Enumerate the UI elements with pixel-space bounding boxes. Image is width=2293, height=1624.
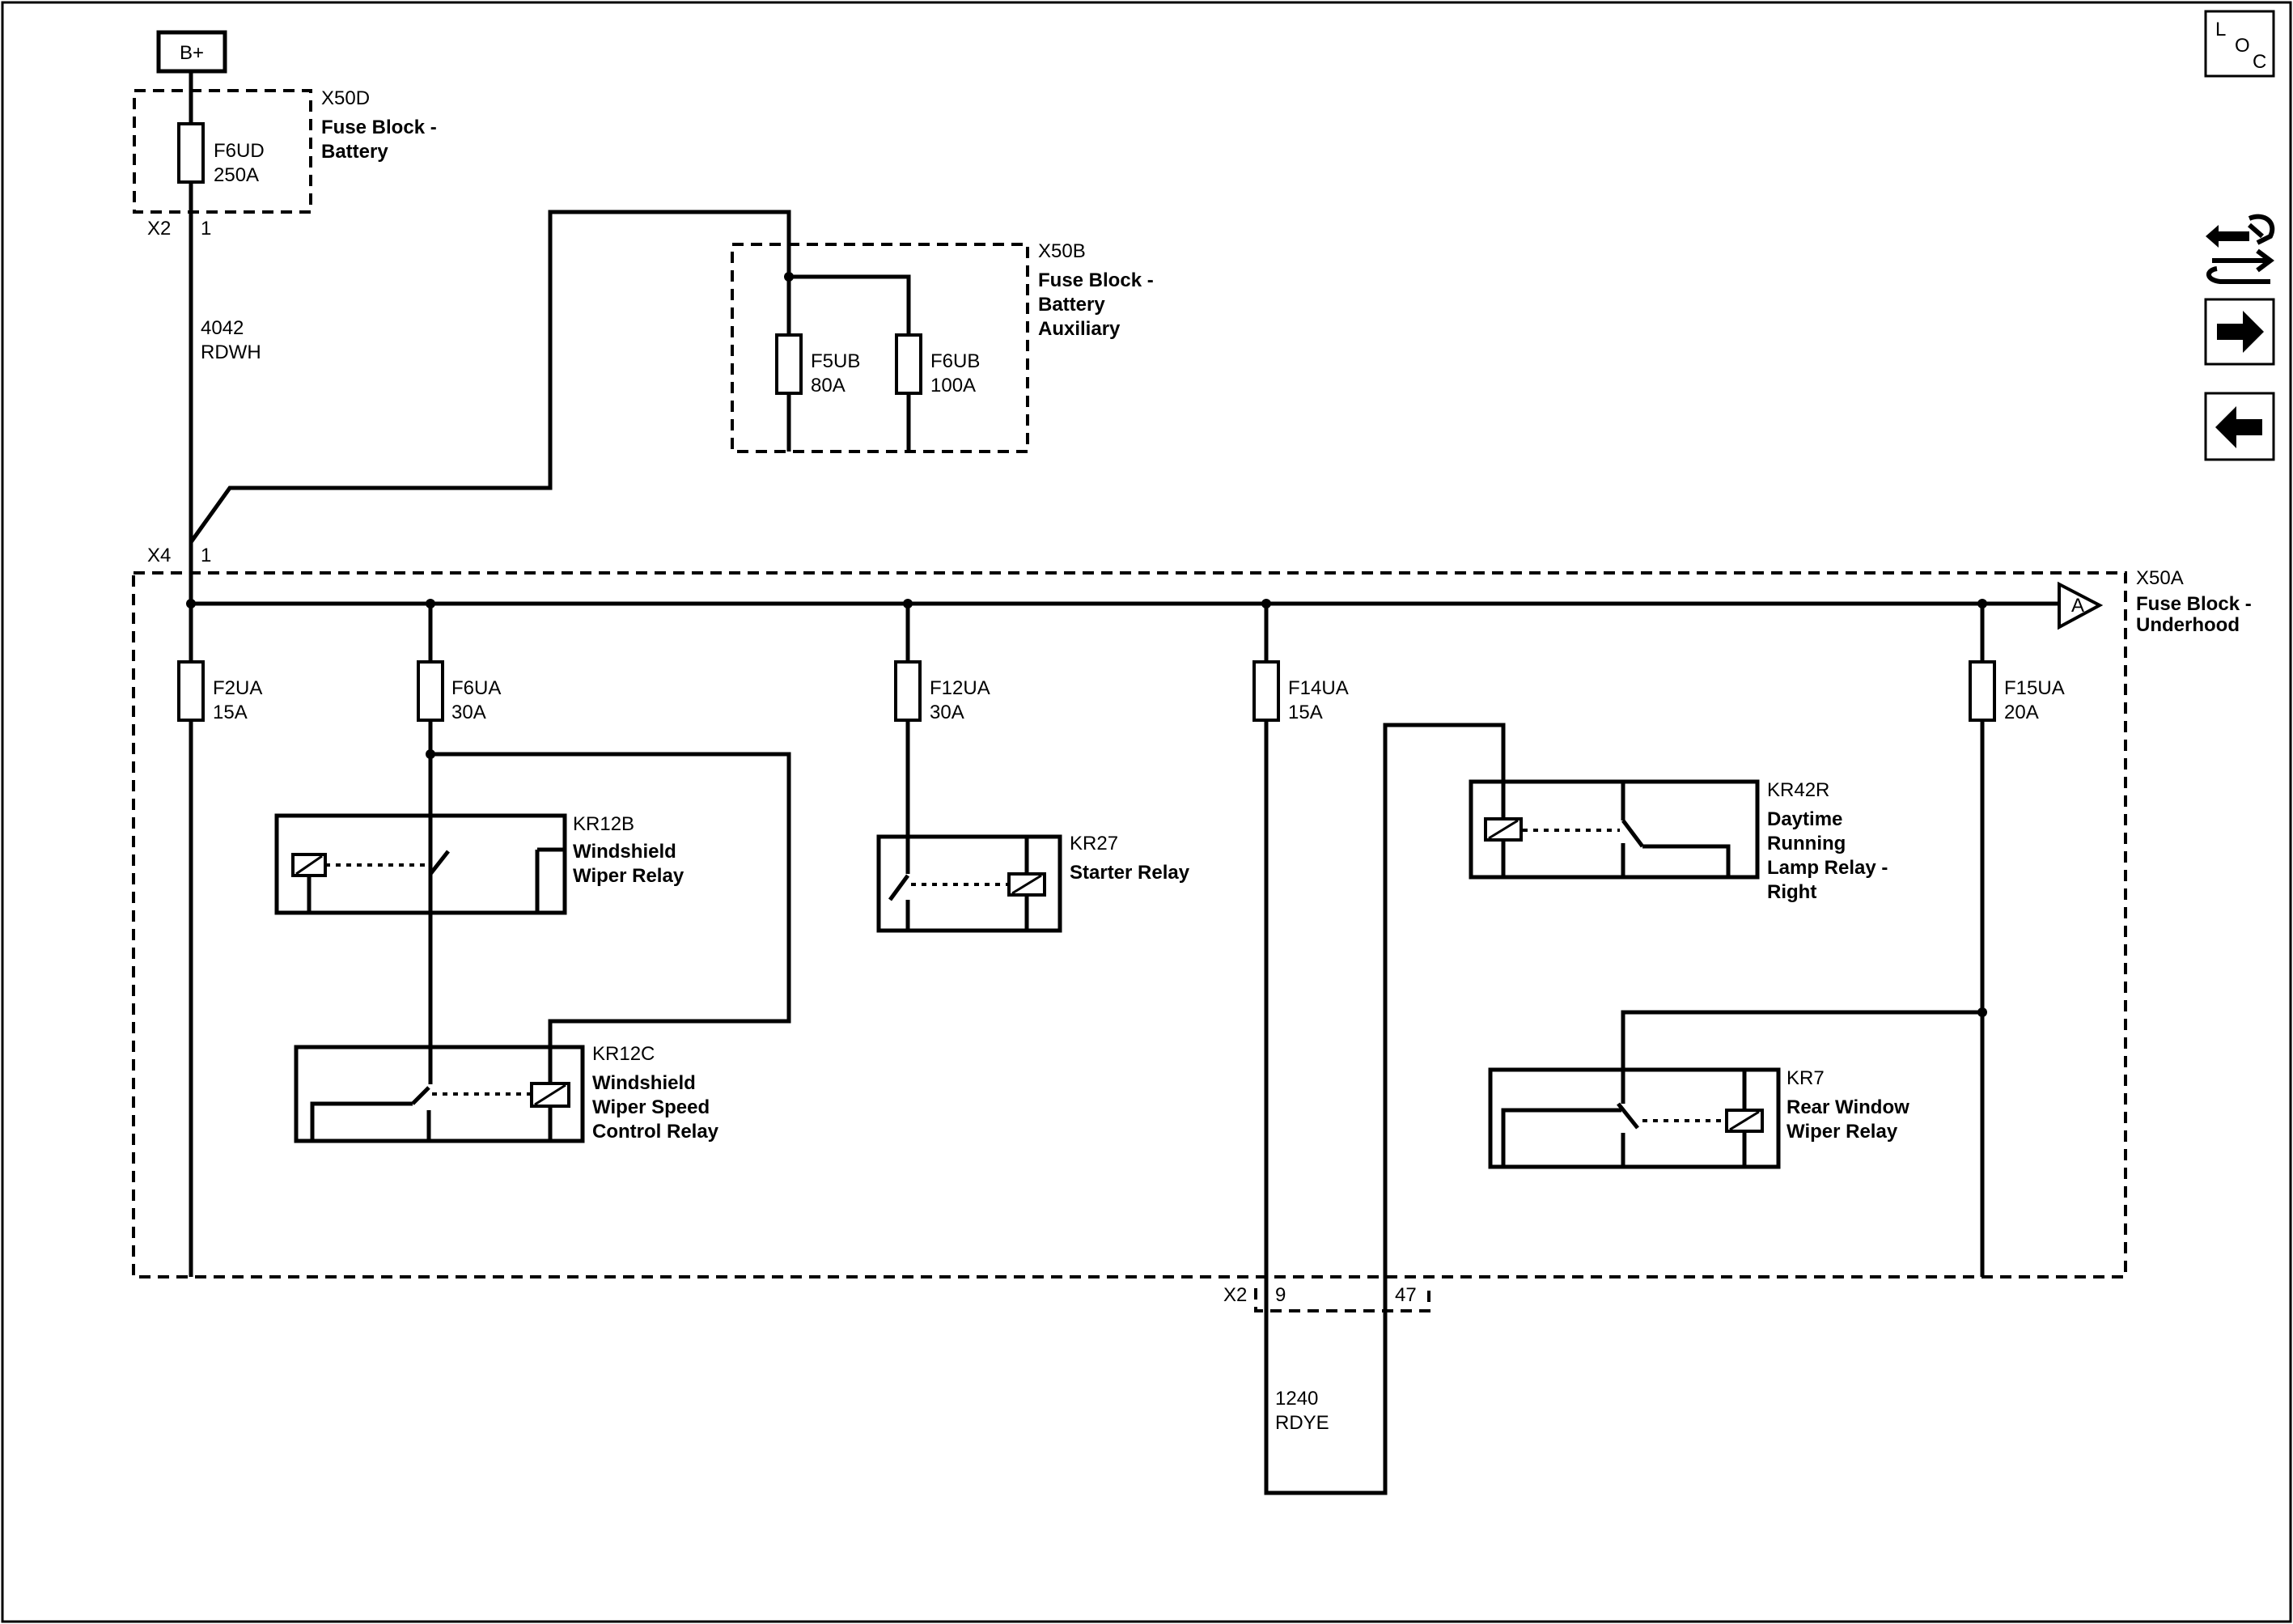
fuse-block-x50d-name: Fuse Block -	[321, 117, 437, 138]
fuse-f6ud-symbol[interactable]	[177, 122, 205, 184]
relay-kr42r[interactable]: KR42R Daytime Running Lamp Relay - Right	[1469, 779, 1888, 903]
fuse-f5ub-symbol[interactable]	[775, 333, 803, 395]
fuse-block-x50d-id: X50D	[321, 87, 370, 109]
wire-kr7-feed	[1621, 1010, 1982, 1070]
offpage-connector-a[interactable]: A	[2058, 581, 2104, 630]
fuse-block-x50d-name: Battery	[321, 141, 388, 163]
relay-switch-contact	[1621, 819, 1644, 848]
splice-x50b	[784, 272, 794, 282]
connector-x2-top-name: X2	[147, 218, 171, 240]
relay-kr12c-id: KR12C	[592, 1043, 655, 1065]
relay-switch-contact	[888, 874, 910, 901]
relay-switch-contact	[429, 850, 450, 876]
relay-kr7-name: Rear Window	[1787, 1096, 1909, 1118]
relay-kr7[interactable]: KR7 Rear Window Wiper Relay	[1488, 1067, 1909, 1169]
loc-button[interactable]: L O C	[2204, 10, 2275, 78]
fuse-f2ua-symbol[interactable]	[177, 660, 205, 722]
connector-toggle-icon[interactable]	[2206, 214, 2275, 284]
relay-kr42r-id: KR42R	[1767, 779, 1829, 801]
wire-kr12c-coil-feed	[430, 752, 791, 1073]
fuse-block-x50d[interactable]: X50D Fuse Block - Battery	[133, 87, 437, 214]
fuse-block-x50b-name: Battery	[1038, 294, 1105, 316]
loc-letter: L	[2215, 19, 2226, 40]
relay-kr7-name: Wiper Relay	[1787, 1121, 1898, 1143]
relay-kr12b[interactable]: KR12B Windshield Wiper Relay	[274, 813, 685, 915]
relay-kr27-name: Starter Relay	[1070, 862, 1190, 884]
relay-kr12c[interactable]: KR12C Windshield Wiper Speed Control Rel…	[294, 1043, 719, 1143]
fuse-f12ua-symbol[interactable]	[894, 660, 922, 722]
wire-4042-color: RDWH	[201, 341, 261, 363]
fuse-f14ua-name: F14UA	[1288, 677, 1349, 699]
fuse-f6ub-name: F6UB	[930, 350, 980, 372]
fuse-f6ua-symbol[interactable]	[417, 660, 444, 722]
connector-x2-bottom[interactable]: X2 9 47	[1223, 1284, 1430, 1312]
fuse-block-x50a-name: Underhood	[2136, 614, 2240, 636]
loc-letter: O	[2235, 35, 2250, 57]
relay-kr12b-name: Windshield	[573, 841, 676, 863]
fuse-f5ub-rating: 80A	[811, 375, 846, 396]
fuse-f6ub-symbol[interactable]	[895, 333, 922, 395]
connector-x4-pin: 1	[201, 545, 211, 566]
connector-x2-bottom-name: X2	[1223, 1284, 1247, 1306]
connector-x2-bottom-pin: 9	[1275, 1284, 1286, 1306]
connector-x2-bottom-pin: 47	[1395, 1284, 1417, 1306]
battery-power-source[interactable]: B+	[156, 30, 227, 74]
fuse-block-x50b-id: X50B	[1038, 240, 1086, 262]
relay-kr12b-name: Wiper Relay	[573, 865, 685, 887]
relay-kr42r-name: Right	[1767, 881, 1816, 903]
fuse-block-x50b-name: Auxiliary	[1038, 318, 1121, 340]
fuse-f6ud-name: F6UD	[214, 140, 265, 162]
fuse-f12ua-name: F12UA	[930, 677, 990, 699]
fuse-f12ua-rating: 30A	[930, 702, 964, 723]
fuse-f6ud-rating: 250A	[214, 164, 259, 186]
fuse-block-x50a-name: Fuse Block -	[2136, 593, 2252, 615]
wire-1240-color: RDYE	[1275, 1412, 1329, 1434]
fuse-f5ub-name: F5UB	[811, 350, 860, 372]
relay-kr7-id: KR7	[1787, 1067, 1825, 1089]
fuse-block-x50b[interactable]: X50B Fuse Block - Battery Auxiliary	[731, 240, 1154, 453]
splice-bus	[186, 599, 196, 608]
fuse-f15ua-name: F15UA	[2004, 677, 2065, 699]
relay-kr27[interactable]: KR27 Starter Relay	[876, 833, 1190, 933]
fuse-block-x50a[interactable]: X50A Fuse Block - Underhood	[132, 567, 2252, 1278]
relay-kr12c-name: Wiper Speed	[592, 1096, 710, 1118]
connector-x4-name: X4	[147, 545, 171, 566]
fuse-f14ua-rating: 15A	[1288, 702, 1323, 723]
fuse-block-x50b-name: Fuse Block -	[1038, 269, 1154, 291]
wire-1240-circuit: 1240	[1275, 1388, 1318, 1410]
relay-kr12c-name: Windshield	[592, 1072, 696, 1094]
fuse-f14ua-symbol[interactable]	[1252, 660, 1280, 722]
power-label: B+	[180, 42, 204, 64]
connector-x2-top-pin: 1	[201, 218, 211, 240]
relay-kr42r-name: Running	[1767, 833, 1846, 854]
fuse-f2ua-name: F2UA	[213, 677, 262, 699]
fuse-f6ua-rating: 30A	[451, 702, 486, 723]
relay-kr12b-id: KR12B	[573, 813, 634, 835]
loc-letter: C	[2253, 51, 2266, 73]
fuse-f15ua-rating: 20A	[2004, 702, 2039, 723]
fuse-f6ua-name: F6UA	[451, 677, 501, 699]
offpage-label: A	[2071, 595, 2084, 617]
fuse-block-x50a-id: X50A	[2136, 567, 2184, 589]
relay-kr27-id: KR27	[1070, 833, 1118, 854]
relay-switch-contact	[1617, 1102, 1639, 1130]
relay-switch-contact	[411, 1086, 430, 1105]
wire-to-x50b	[189, 210, 791, 544]
fuse-f6ub-rating: 100A	[930, 375, 976, 396]
wire-4042-circuit: 4042	[201, 317, 244, 339]
relay-kr12c-name: Control Relay	[592, 1121, 719, 1143]
fuse-f15ua-symbol[interactable]	[1969, 660, 1996, 722]
wire-1240-loop	[1264, 604, 1506, 1495]
fuse-f2ua-rating: 15A	[213, 702, 248, 723]
arrow-left-icon[interactable]	[2204, 392, 2275, 461]
relay-kr42r-name: Lamp Relay -	[1767, 857, 1888, 879]
relay-kr42r-name: Daytime	[1767, 808, 1842, 830]
arrow-right-icon[interactable]	[2204, 298, 2275, 366]
